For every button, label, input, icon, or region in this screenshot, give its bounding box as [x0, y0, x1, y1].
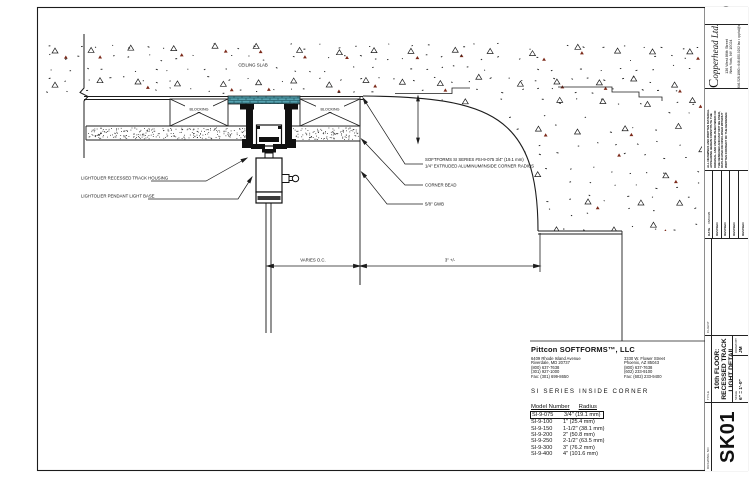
- sheet-title-line1: 10th FLOOR:: [713, 348, 721, 390]
- address-line: 6409 Rhode Island Avenue: [531, 355, 581, 361]
- drawn-by-label: DRAWN BY: [734, 338, 738, 353]
- revision-label: REVISED: [723, 222, 728, 236]
- blocking-left-label: BLOCKING: [189, 108, 208, 112]
- concrete-wall-hatch: [364, 96, 702, 231]
- client-cell: CLIENT: [705, 238, 748, 335]
- pendant-light-base: [255, 149, 300, 333]
- revision-label: REVISED: [731, 222, 736, 236]
- manufacturer-info-block: Pittcon SOFTFORMS™, LLC 6409 Rhode Islan…: [530, 345, 703, 457]
- scale-label: SCALE: [734, 390, 738, 400]
- revision-row: REVISED: [739, 171, 747, 238]
- revision-row: REVISED: [713, 171, 722, 238]
- track-housing: [240, 104, 298, 149]
- revision-row: REVISED: [721, 171, 731, 238]
- blocking-right-label: BLOCKING: [320, 108, 339, 112]
- pin-cell: [705, 7, 748, 24]
- revision-label: DATE: [706, 227, 711, 236]
- model-number: SI-9-075: [532, 412, 554, 419]
- section-linework: [79, 34, 705, 342]
- address-line: Riverdale, MD 20737: [531, 360, 570, 366]
- address-line: 3330 W. Flower Street: [624, 355, 665, 361]
- revision-row: REVISED: [730, 171, 739, 238]
- shim-strip: [227, 95, 301, 105]
- blocking-right: [299, 98, 361, 127]
- ceiling-slab-label: CEILING SLAB: [238, 63, 268, 68]
- model-table-header: Model Number Radius: [531, 404, 703, 410]
- address-line: Phoenix, AZ 85043: [624, 360, 659, 366]
- model-number: SI-9-400: [531, 450, 553, 457]
- revision-row: DATE 08/06/95: [705, 171, 714, 238]
- address-line: (301) 927-1000: [531, 369, 560, 375]
- firm-contact: 646.528.1880 • 646.650.9292 fax • cpphd@…: [736, 24, 741, 88]
- drawing-number-cell: DRAWING NO SK01: [705, 402, 748, 471]
- model-row: SI-9-250 2-1/2" (63.5 mm): [531, 438, 604, 444]
- revision-label: REVISED: [715, 222, 720, 236]
- revision-table: DATE 08/06/95 REVISED REVISED REVISED RE…: [705, 170, 748, 238]
- firm-name: Copperhead Ltd.: [707, 24, 722, 88]
- dim-varies-label: VARIES O.C.: [300, 258, 325, 263]
- blocking-left: [169, 98, 229, 127]
- model-table: SI-9-075 3/4" (19.1 mm) SI-9-100 1" (25.4 …: [530, 411, 703, 457]
- drawing-number: SK01: [717, 410, 739, 464]
- model-row: SI-9-100 1" (25.4 mm): [531, 419, 595, 425]
- model-row: SI-9-075 3/4" (19.1 mm): [530, 411, 604, 420]
- title-cell: TITLE 10th FLOOR: RECESSED TRACK LIGHT D…: [705, 335, 748, 402]
- drawn-by-value: JM: [739, 346, 744, 353]
- model-number: SI-9-200: [531, 432, 553, 439]
- softforms-note-line2: 1/4" EXTRUDED ALUMINUM/INSIDE CORNER RAD…: [425, 164, 534, 169]
- model-radius: 2-1/2" (63.5 mm): [563, 438, 605, 445]
- track-housing-label: LIGHTOLIER RECESSED TRACK HOUSING: [81, 176, 169, 181]
- model-number: SI-9-100: [531, 419, 553, 426]
- drawing-no-label: DRAWING NO: [705, 403, 712, 471]
- drawing-labels: CEILING SLAB BLOCKING BLOCKING LIGHTOLIE…: [81, 60, 534, 263]
- scale-cell: SCALE 6" = 1'-0": [733, 355, 748, 402]
- revision-value: 08/06/95: [706, 211, 711, 224]
- model-radius: 1-1/2" (38.1 mm): [563, 425, 605, 432]
- model-radius: 4" (101.6 mm): [563, 450, 598, 457]
- model-radius: 3" (76.2 mm): [563, 444, 595, 451]
- address-line: (602) 233-9100: [624, 369, 653, 375]
- header-radius: Radius: [578, 404, 597, 411]
- model-number: SI-9-250: [531, 438, 553, 445]
- pendant-stem: [265, 203, 272, 333]
- model-radius: 1" (25.4 mm): [563, 419, 595, 426]
- header-model-number: Model Number: [531, 404, 570, 411]
- series-title: SI SERIES INSIDE CORNER: [531, 388, 649, 396]
- client-label: CLIENT: [705, 239, 712, 335]
- concrete-slab-hatch: [45, 42, 700, 94]
- note-line: WRITTEN CONSENT OF THE DESIGNER.: [724, 111, 729, 168]
- title-label: TITLE: [705, 336, 712, 402]
- firm-address-2: New York, NY 10024: [729, 39, 734, 74]
- address-line: Fax: (602) 233-9400: [624, 373, 662, 379]
- drawn-by-cell: DRAWN BY JM: [733, 336, 748, 355]
- title-block-strip: DRAWING NO SK01 TITLE 10th FLOOR: RECESS…: [705, 7, 748, 471]
- leader-lines: [148, 96, 423, 205]
- gwb-hatch: [88, 127, 359, 140]
- address-line: (800) 637-7638: [531, 364, 560, 370]
- softforms-note-line1: SOFTFORMS SI SERIES #SI-9-075 3/4" (19.1…: [425, 157, 524, 162]
- pendant-base-label: LIGHTOLIER PENDANT LIGHT BASE: [81, 194, 155, 199]
- scale-value: 6" = 1'-0": [739, 379, 744, 400]
- model-row: SI-9-400 4" (101.6 mm): [531, 451, 598, 457]
- dim-3in-label: 3" +/-: [445, 258, 456, 263]
- firm-logo-cell: Copperhead Ltd. 136 West 86th Street New…: [705, 24, 748, 88]
- model-row: SI-9-200 2" (50.8 mm): [531, 432, 595, 438]
- address-line: Fax: (301) 699-8650: [531, 373, 569, 379]
- company-name: Pittcon SOFTFORMS™, LLC: [531, 345, 635, 354]
- model-row: SI-9-300 3" (76.2 mm): [531, 445, 595, 451]
- address-line: (800) 637-7638: [624, 364, 653, 370]
- model-number: SI-9-150: [531, 425, 553, 432]
- corner-bead-label: CORNER BEAD: [425, 183, 457, 188]
- model-radius: 3/4" (19.1 mm): [564, 412, 601, 419]
- model-row: SI-9-150 1-1/2" (38.1 mm): [531, 426, 604, 432]
- revision-label: REVISED: [740, 222, 745, 236]
- dimension-lines: [265, 94, 542, 285]
- model-number: SI-9-300: [531, 444, 553, 451]
- gwb-label: 5/8" GWB: [425, 202, 444, 207]
- model-radius: 2" (50.8 mm): [563, 432, 595, 439]
